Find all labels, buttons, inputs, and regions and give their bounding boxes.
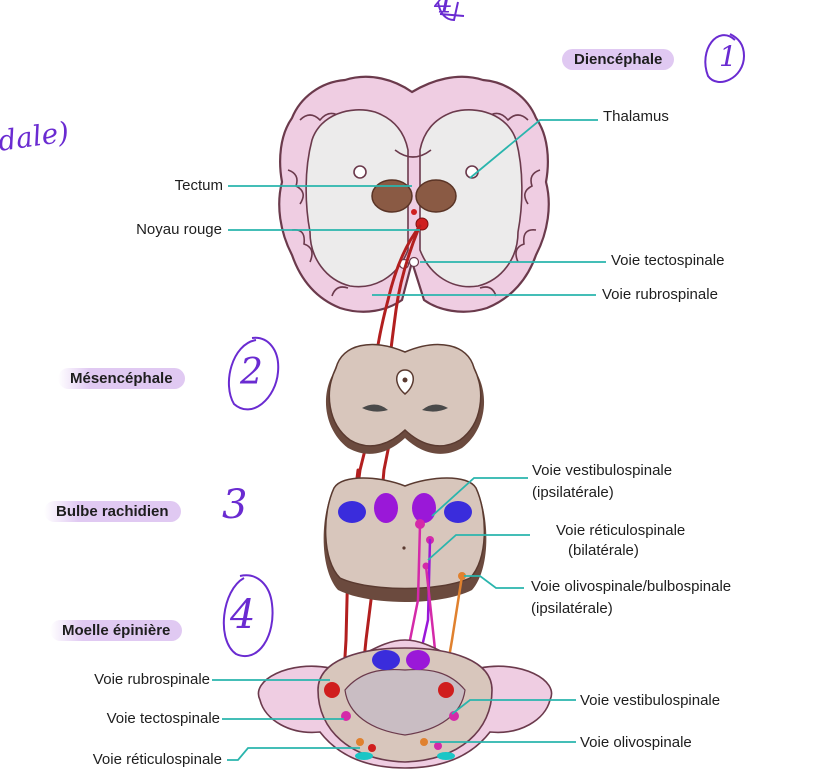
label-voie-tecto-top: Voie tectospinale xyxy=(611,252,725,269)
spinal-cord-section xyxy=(257,639,553,769)
circle-1 xyxy=(704,33,746,83)
label-voie-rubro-top: Voie rubrospinale xyxy=(602,286,718,303)
annotation-3: 3 xyxy=(222,482,248,528)
leader-lines xyxy=(212,119,606,761)
handwriting-marks xyxy=(222,1,746,657)
label-noyau-rouge: Noyau rouge xyxy=(136,221,222,238)
circle-4 xyxy=(222,574,274,657)
annotation-top-scribble: 4 xyxy=(434,0,454,21)
white-matter-left xyxy=(305,109,409,288)
brain-coronal-section xyxy=(278,75,550,313)
substantia-nigra-left xyxy=(362,404,388,412)
label-vestibulo-1: Voie vestibulospinale xyxy=(532,462,673,479)
label-reticulo-2: (bilatérale) xyxy=(568,542,639,559)
annotation-1: 1 xyxy=(719,40,737,73)
midbrain-face xyxy=(328,343,482,447)
label-vestibulo-2: (ipsilatérale) xyxy=(532,484,614,501)
substantia-nigra-right xyxy=(422,404,448,412)
tectum-dot xyxy=(411,209,417,215)
annotation-2: 2 xyxy=(240,352,263,393)
third-ventricle xyxy=(394,149,432,158)
circle-2 xyxy=(227,336,280,411)
annotation-4: 4 xyxy=(230,592,256,638)
label-moelle-reticulo: Voie réticulospinale xyxy=(92,751,222,768)
tag-bulbe: Bulbe rachidien xyxy=(44,501,181,522)
tag-diencephale: Diencéphale xyxy=(562,49,675,70)
top-scribble xyxy=(437,1,465,22)
midbrain-section xyxy=(325,343,485,454)
thalamus-right xyxy=(415,179,457,213)
label-moelle-vestibulo: Voie vestibulospinale xyxy=(580,692,721,709)
label-moelle-tecto: Voie tectospinale xyxy=(106,710,220,727)
white-matter-right xyxy=(419,109,523,288)
label-olivo-1: Voie olivospinale/bulbospinale xyxy=(531,578,732,595)
label-thalamus: Thalamus xyxy=(603,108,669,125)
label-moelle-rubro: Voie rubrospinale xyxy=(94,671,210,688)
medulla-face xyxy=(324,477,486,590)
label-reticulo-1: Voie réticulospinale xyxy=(556,522,686,539)
label-tectum: Tectum xyxy=(174,177,223,194)
medulla-section xyxy=(323,477,487,602)
lateral-ventricle-left xyxy=(353,165,367,179)
tectospinal-bundle-b xyxy=(408,256,420,268)
label-olivo-2: (ipsilatérale) xyxy=(531,600,613,617)
tag-moelle: Moelle épinière xyxy=(50,620,183,641)
thalamus-left xyxy=(371,179,413,213)
tag-mesencephale: Mésencéphale xyxy=(58,368,185,389)
label-moelle-olivo: Voie olivospinale xyxy=(580,734,692,751)
